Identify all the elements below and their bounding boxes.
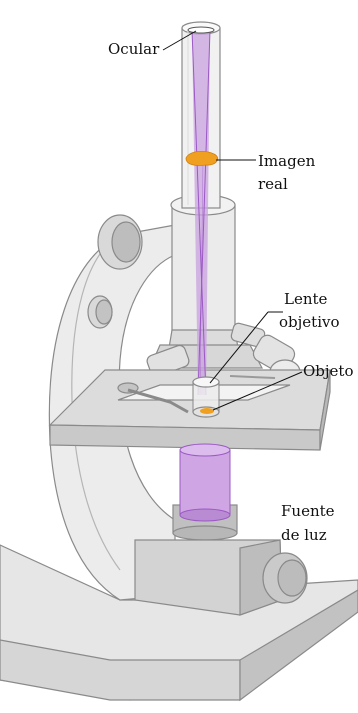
label-ocular: Ocular <box>108 40 160 58</box>
fine-focus-knob <box>88 296 112 328</box>
object-specimen <box>200 408 214 414</box>
label-fuente-de-luz-line1: Fuente <box>281 502 335 520</box>
label-imagen-real-line1: Imagen <box>258 152 316 170</box>
label-objeto: Objeto <box>303 362 354 380</box>
eyepiece-lens <box>188 27 214 33</box>
label-lente-objetivo-line2: objetivo <box>279 313 340 331</box>
label-imagen-real-line2: real <box>258 175 288 193</box>
real-image <box>186 151 218 165</box>
light-source <box>180 444 230 521</box>
coarse-focus-knob <box>98 215 142 269</box>
label-lente-objetivo-line1: Lente <box>284 290 328 308</box>
label-fuente-de-luz-line2: de luz <box>281 526 327 544</box>
